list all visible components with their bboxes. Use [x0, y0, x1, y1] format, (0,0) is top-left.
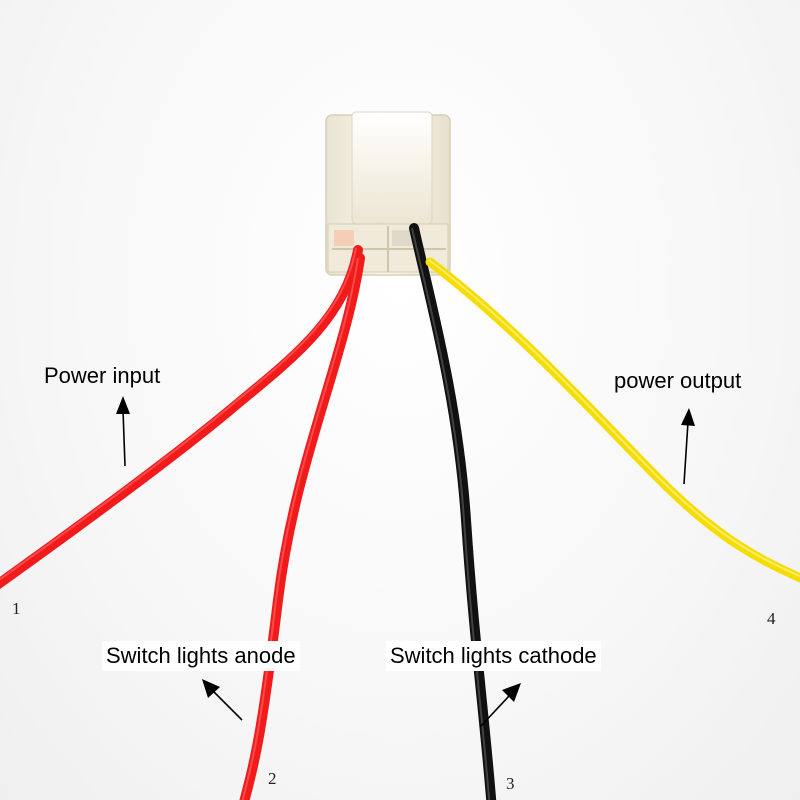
wire-1-red: [0, 245, 363, 589]
wire-4-yellow: [425, 257, 800, 583]
wire-number-4: 4: [767, 609, 776, 628]
power-input-label: Power input: [44, 363, 161, 388]
wire-3-black: [409, 223, 497, 800]
wire-2-red: [239, 253, 365, 800]
arrow-switch-anode: [202, 679, 243, 721]
arrow-power-input: [116, 396, 130, 467]
arrow-power-output: [681, 408, 695, 485]
wire-3-highlight: [411, 227, 491, 800]
switch-anode-label: Switch lights anode: [102, 641, 300, 671]
wire-number-3: 3: [506, 774, 515, 793]
switch-cathode-label: Switch lights cathode: [386, 641, 601, 671]
connector-housing: [325, 111, 451, 276]
wire-number-2: 2: [268, 769, 277, 788]
wire-number-1: 1: [12, 599, 21, 618]
power-output-label: power output: [614, 368, 742, 393]
arrow-switch-cathode: [479, 683, 521, 728]
wire-4-highlight: [428, 259, 800, 578]
wire-2-highlight: [241, 257, 359, 800]
wire-1-highlight: [0, 247, 357, 581]
